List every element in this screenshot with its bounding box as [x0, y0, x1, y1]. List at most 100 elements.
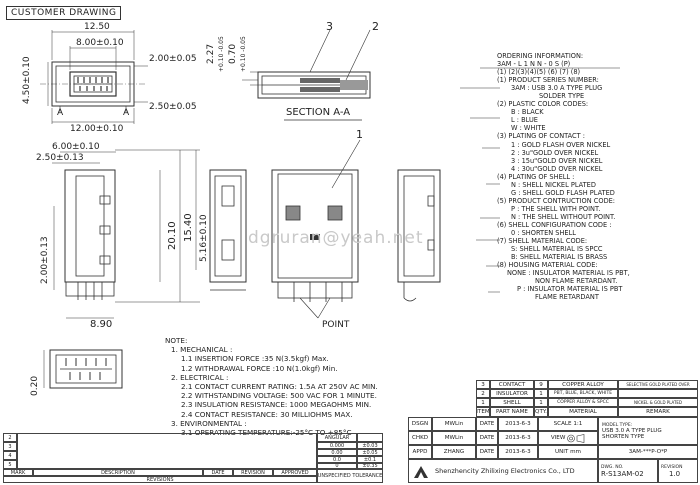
rev-header-approved: APPROVED: [273, 469, 317, 476]
rev-mark: 5: [3, 460, 17, 469]
ordering-line: (7) SHELL MATERIAL CODE:: [497, 237, 588, 246]
bom-part: CONTACT: [490, 380, 534, 389]
ordering-line: L : BLUE: [511, 116, 538, 125]
scale-value: 1:1: [573, 421, 583, 427]
company-logo-icon: [414, 466, 428, 478]
note-line: 2.3 INSULATION RESISTANCE: 1000 MEGAOHMS…: [181, 400, 372, 410]
ordering-information: ORDERING INFORMATION: 3AM - L 1 N N - 0 …: [497, 52, 630, 301]
bom-header-material: MATERIAL: [548, 407, 618, 417]
bom-part: SHELL: [490, 398, 534, 407]
dim-20-10: 20.10: [167, 221, 178, 250]
rev-title: REVISIONS: [3, 476, 317, 483]
ordering-line: (6) SHELL CONFIGURATION CODE :: [497, 220, 612, 229]
bom-material: COPPER ALLOY & SPCC: [548, 398, 618, 407]
ordering-line: S: SHELL MATERIAL IS SPCC: [511, 245, 603, 254]
watermark: dgruran@yeah.net: [248, 228, 424, 248]
ordering-line: G : SHELL GOLD FLASH PLATED: [511, 188, 615, 197]
ordering-line: 3AM : USB 3.0 A TYPE PLUG: [511, 84, 603, 93]
callout-3: 3: [326, 20, 333, 33]
note-line: 2.1 CONTACT CURRENT RATING: 1.5A AT 250V…: [181, 382, 378, 392]
bom-qty: 1: [534, 398, 548, 407]
ordering-line: N : SHELL NICKEL PLATED: [511, 180, 596, 189]
ordering-line: 4 : 30u"GOLD OVER NICKEL: [511, 164, 603, 173]
tol-value: ±0.1: [357, 456, 383, 463]
section-marker-left: A: [57, 108, 64, 118]
date-label: DATE: [476, 445, 498, 459]
rev-cell: REVISION 1.0: [658, 459, 698, 483]
projection-icon: [567, 433, 585, 443]
point-label: POINT: [322, 320, 350, 330]
tol-angular-value: [357, 433, 383, 442]
ordering-title: ORDERING INFORMATION:: [497, 52, 584, 60]
end-view: [43, 349, 123, 389]
rev-area: [17, 433, 317, 469]
tol-key: 0: [317, 463, 357, 469]
ordering-line: 3 : 15u"GOLD OVER NICKEL: [511, 156, 603, 165]
ordering-line: NONE : INSULATOR MATERIAL IS PBT,: [507, 269, 630, 278]
title-block: 3 CONTACT 9 COPPER ALLOY SELECTIVE GOLD …: [384, 380, 698, 483]
dwg-label: DWG. NO.: [601, 464, 624, 470]
ordering-line: NON FLAME RETARDANT.: [535, 277, 618, 286]
rev-number: 1.0: [669, 469, 681, 478]
bom-qty: 1: [534, 389, 548, 398]
dim-2-50-b: 2.50±0.13: [36, 153, 84, 163]
bom-qty: 9: [534, 380, 548, 389]
model-line-2: SHORTEN TYPE: [602, 433, 645, 440]
unit-cell: UNIT mm: [538, 445, 598, 459]
chkd-label: CHKD: [408, 431, 432, 445]
ordering-leaders: [460, 67, 620, 293]
dwg-cell: DWG. NO. R-S13AM-02: [598, 459, 658, 483]
revision-block: 2 3 4 5 ANGULAR 0.000 ±0.03 0.00 ±0.05 0…: [3, 433, 383, 483]
dsgn-name: MWLin: [432, 417, 476, 431]
rev-mark: 4: [3, 451, 17, 460]
dim-2-27-tol: +0.10 -0.05: [218, 36, 225, 72]
bom-header-remark: REMARK: [618, 407, 698, 417]
note-line: 2. ELECTRICAL :: [171, 372, 229, 382]
unit-label: UNIT: [554, 449, 569, 455]
ordering-line: (8) HOUSING MATERIAL CODE:: [497, 261, 598, 270]
scale-cell: SCALE 1:1: [538, 417, 598, 431]
date-3: 2013-6-3: [498, 445, 538, 459]
ordering-line: P : INSULATOR MATERIAL IS PBT: [517, 285, 623, 294]
note-line: 3. ENVIRONMENTAL :: [171, 418, 247, 428]
appd-label: APPD: [408, 445, 432, 459]
bom-header-part: PART NAME: [490, 407, 534, 417]
company-name: Shenzhencity Zhilixing Electronics Co., …: [435, 467, 575, 475]
date-label: DATE: [476, 417, 498, 431]
ordering-line: FLAME RETARDANT: [535, 293, 599, 302]
dim-15-40: 15.40: [183, 213, 194, 242]
model-code: 3AM-***P-O*P: [598, 445, 698, 459]
dim-4-50: 4.50±0.10: [22, 56, 32, 104]
customer-drawing-tag: CUSTOMER DRAWING: [6, 6, 122, 20]
bom-item: 2: [476, 389, 490, 398]
notes: NOTE: 1. MECHANICAL : 1.1 INSERTION FORC…: [165, 336, 378, 437]
unit-value: mm: [570, 449, 582, 455]
dim-5-16: 5.16±0.10: [199, 214, 209, 262]
rev-label: REVISION: [661, 464, 683, 470]
ordering-line: B: SHELL MATERIAL IS BRASS: [511, 253, 608, 262]
tol-angular: ANGULAR: [317, 433, 357, 442]
rev-header-revision: REVISION: [233, 469, 273, 476]
company-cell: Shenzhencity Zhilixing Electronics Co., …: [408, 459, 598, 483]
dwg-number: R-S13AM-02: [601, 469, 644, 478]
dim-2-00-b: 2.00±0.13: [40, 236, 50, 284]
chkd-name: MWLin: [432, 431, 476, 445]
note-line: 2.4 CONTACT RESISTANCE: 30 MILLIOHMS MAX…: [181, 409, 353, 419]
dim-0-70: 0.70: [228, 43, 238, 64]
rev-mark: 3: [3, 442, 17, 451]
appd-name: ZHANG: [432, 445, 476, 459]
ordering-line: W : WHITE: [511, 124, 546, 133]
dim-2-50: 2.50±0.05: [149, 102, 197, 112]
ordering-line: (1) PRODUCT SERIES NUMBER:: [497, 76, 599, 85]
ordering-line: 2 : 3u"GOLD OVER NICKEL: [511, 148, 599, 157]
ordering-line: 1 : GOLD FLASH OVER NICKEL: [511, 140, 611, 149]
note-line: 3.1 OPERATING TEMPERATURE:-25°C TO +85°C: [181, 428, 352, 438]
rev-header-description: DESCRIPTION: [33, 469, 203, 476]
top-view: [271, 139, 441, 319]
section-a-a: [242, 29, 371, 121]
dim-8-90: 8.90: [90, 319, 113, 330]
tol-key: 0.0: [317, 456, 357, 463]
ordering-line: (5) PRODUCT CONTRUCTION CODE:: [497, 196, 616, 205]
bom-header-qty: QTY.: [534, 407, 548, 417]
model-label: MODEL TYPE:: [602, 422, 633, 428]
